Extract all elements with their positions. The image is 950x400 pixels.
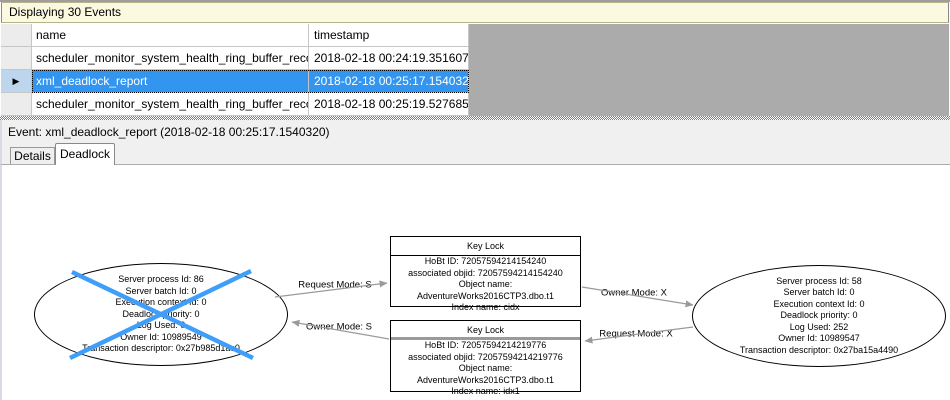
grid-header-row: name timestamp xyxy=(1,24,469,47)
event-summary-label: Event: xml_deadlock_report (2018-02-18 0… xyxy=(8,125,330,139)
process-attr: Server process Id: 86 xyxy=(118,274,204,285)
process-node[interactable]: Server process Id: 58 Server batch Id: 0… xyxy=(692,265,946,367)
grid-corner-cell xyxy=(1,24,32,47)
process-attr: Owner Id: 10989547 xyxy=(778,333,860,344)
process-attr: Execution context Id: 0 xyxy=(773,298,865,309)
detail-tabstrip: Details Deadlock xyxy=(0,143,950,165)
edge-label-request-s: Request Mode: S xyxy=(298,279,372,291)
current-row-arrow-icon: ▶ xyxy=(12,76,20,86)
event-timestamp-cell[interactable]: 2018-02-18 00:24:19.3516078 xyxy=(309,47,469,70)
process-attr: Server batch Id: 0 xyxy=(125,285,197,296)
table-row-selected: ▶ xml_deadlock_report 2018-02-18 00:25:1… xyxy=(1,70,469,93)
displaying-events-bar: Displaying 30 Events xyxy=(1,2,949,23)
resource-title: Key Lock xyxy=(391,321,580,340)
process-attr: Owner Id: 10989549 xyxy=(120,331,202,342)
event-name-cell[interactable]: xml_deadlock_report xyxy=(32,70,309,93)
resource-title: Key Lock xyxy=(391,237,580,256)
process-node-victim[interactable]: Server process Id: 86 Server batch Id: 0… xyxy=(34,263,288,366)
column-header-name[interactable]: name xyxy=(32,24,309,47)
process-attr: Server process Id: 58 xyxy=(776,275,862,286)
process-attr: Log Used: 252 xyxy=(789,321,849,332)
resource-attr: Index name: idx1 xyxy=(451,386,520,396)
column-header-timestamp[interactable]: timestamp xyxy=(309,24,469,47)
process-attr: Transaction descriptor: 0x27ba15a4490 xyxy=(739,344,899,355)
tab-deadlock[interactable]: Deadlock xyxy=(55,143,115,165)
resource-attr: associated objid: 72057594214154240 xyxy=(408,267,563,278)
resource-attr: Object name: AdventureWorks2016CTP3.dbo.… xyxy=(417,279,554,301)
resource-node-keylock-idx1[interactable]: Key Lock HoBt ID: 72057594214219776 asso… xyxy=(390,320,581,396)
event-name-cell[interactable]: scheduler_monitor_system_health_ring_buf… xyxy=(32,93,309,116)
edge-label-request-x: Request Mode: X xyxy=(599,328,673,340)
table-row: scheduler_monitor_system_health_ring_buf… xyxy=(1,47,469,70)
row-selector[interactable] xyxy=(1,47,32,70)
process-attr: Log Used: 0 xyxy=(136,320,186,331)
process-attr: Execution context Id: 0 xyxy=(115,297,207,308)
event-timestamp-cell[interactable]: 2018-02-18 00:25:17.1540320 xyxy=(309,70,469,93)
process-attr: Deadlock priority: 0 xyxy=(780,310,858,321)
event-timestamp-cell[interactable]: 2018-02-18 00:25:19.5276859 xyxy=(309,93,469,116)
row-selector-current[interactable]: ▶ xyxy=(1,70,32,93)
event-summary-bar: Event: xml_deadlock_report (2018-02-18 0… xyxy=(0,120,950,143)
event-name-cell[interactable]: scheduler_monitor_system_health_ring_buf… xyxy=(32,47,309,70)
deadlock-graph-pane: Server process Id: 86 Server batch Id: 0… xyxy=(0,164,950,400)
process-attr: Server batch Id: 0 xyxy=(783,287,855,298)
resource-attr: Index name: cidx xyxy=(451,302,520,312)
displaying-events-label: Displaying 30 Events xyxy=(9,5,122,19)
resource-attr: associated objid: 72057594214219776 xyxy=(408,351,563,362)
resource-attr: HoBt ID: 72057594214219776 xyxy=(424,340,547,350)
edge-label-owner-x: Owner Mode: X xyxy=(601,287,667,299)
tab-details[interactable]: Details xyxy=(10,147,55,164)
row-selector[interactable] xyxy=(1,93,32,116)
resource-attr: HoBt ID: 72057594214154240 xyxy=(424,256,547,266)
process-attr: Transaction descriptor: 0x27b985d1ac0 xyxy=(82,343,240,354)
edge-label-owner-s: Owner Mode: S xyxy=(306,321,372,333)
resource-attr: Object name: AdventureWorks2016CTP3.dbo.… xyxy=(417,363,554,385)
table-row: scheduler_monitor_system_health_ring_buf… xyxy=(1,93,469,116)
horizontal-splitter[interactable] xyxy=(0,116,950,120)
resource-node-keylock-cidx[interactable]: Key Lock HoBt ID: 72057594214154240 asso… xyxy=(390,236,581,312)
process-attr: Deadlock priority: 0 xyxy=(122,308,200,319)
events-grid: name timestamp scheduler_monitor_system_… xyxy=(1,24,949,116)
window-chrome-edge xyxy=(0,0,950,2)
